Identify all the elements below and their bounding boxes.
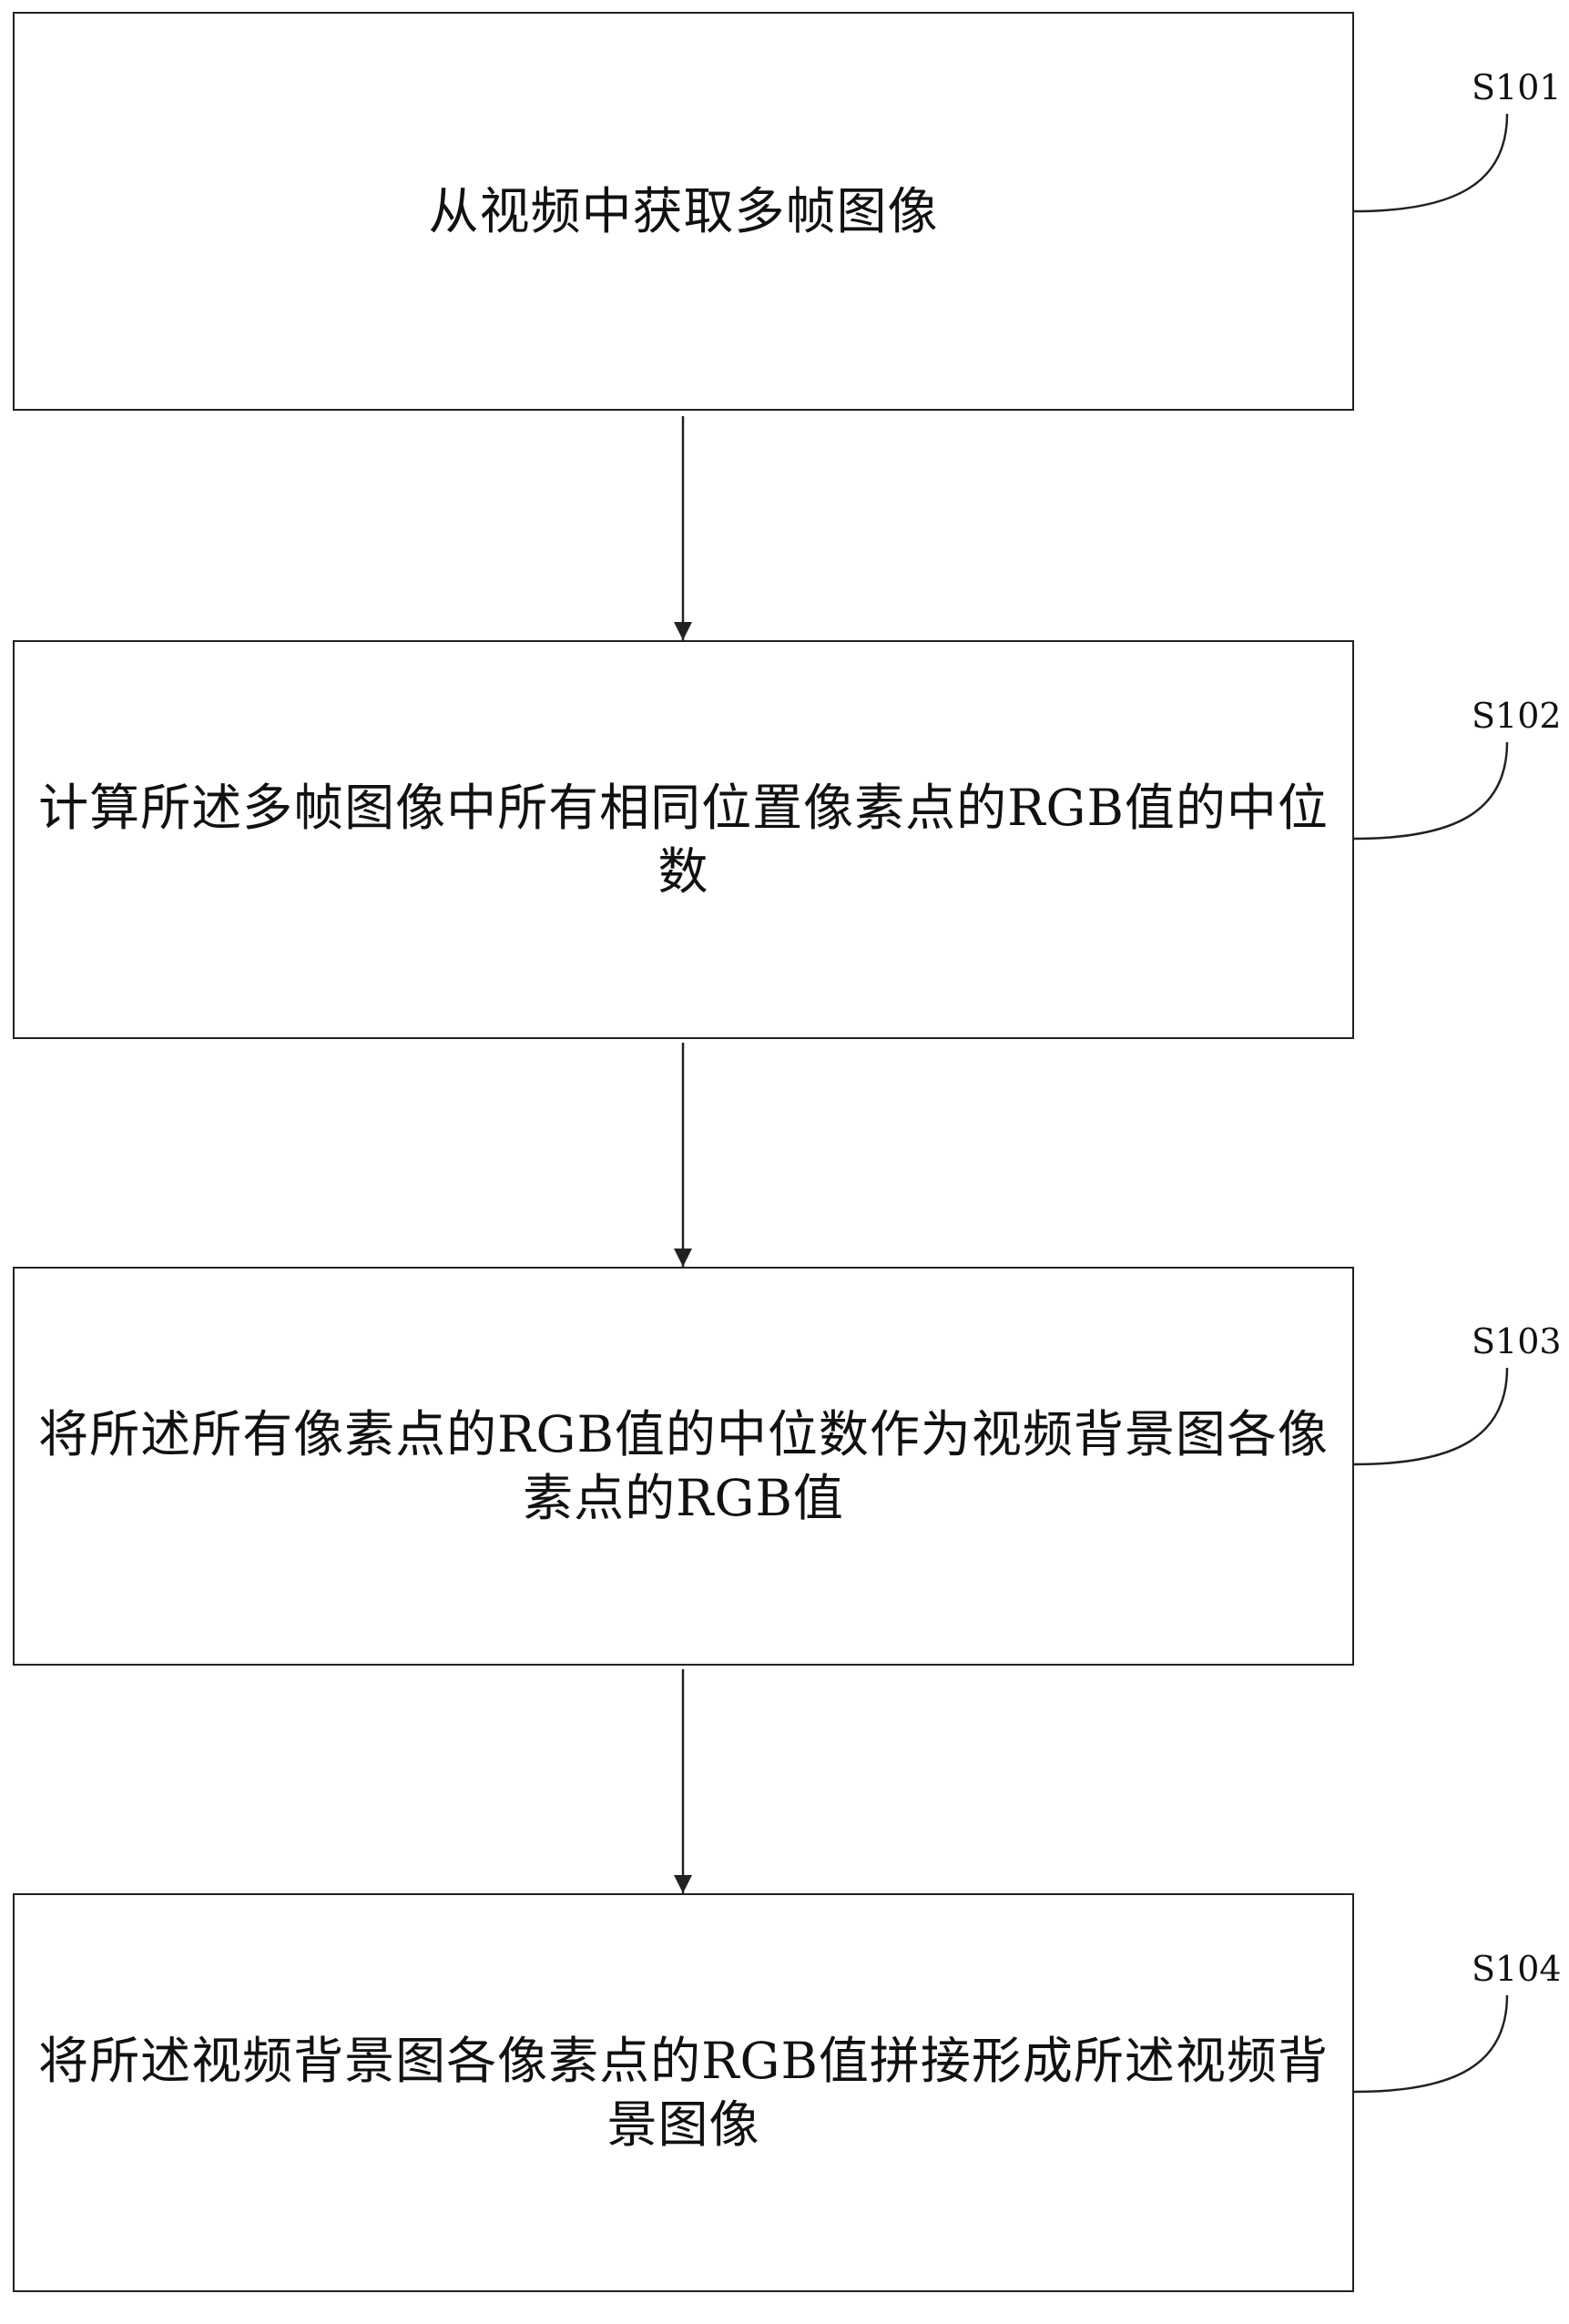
step-box-s103: 将所述所有像素点的RGB值的中位数作为视频背景图各像 素点的RGB值 [13, 1267, 1354, 1666]
step-text-s101: 从视频中获取多帧图像 [428, 182, 939, 240]
step-label-s102: S102 [1472, 696, 1562, 736]
arrowhead-s102-to-s103 [674, 1249, 692, 1267]
step-text-s102: 计算所述多帧图像中所有相同位置像素点的RGB值的中位 数 [38, 779, 1329, 901]
step-label-s104: S104 [1472, 1949, 1562, 1989]
leader-s102 [1353, 741, 1509, 841]
arrowhead-s103-to-s104 [674, 1875, 692, 1893]
leader-s103 [1353, 1367, 1509, 1466]
step-text-s104: 将所述视频背景图各像素点的RGB值拼接形成所述视频背 景图像 [38, 2032, 1329, 2154]
leader-s104 [1353, 1994, 1509, 2094]
arrowhead-s101-to-s102 [674, 622, 692, 640]
step-box-s101: 从视频中获取多帧图像 [13, 12, 1354, 411]
step-label-s101: S101 [1472, 67, 1562, 107]
step-text-s103: 将所述所有像素点的RGB值的中位数作为视频背景图各像 素点的RGB值 [38, 1405, 1329, 1527]
step-box-s102: 计算所述多帧图像中所有相同位置像素点的RGB值的中位 数 [13, 640, 1354, 1039]
leader-s101 [1353, 113, 1509, 213]
step-box-s104: 将所述视频背景图各像素点的RGB值拼接形成所述视频背 景图像 [13, 1893, 1354, 2292]
step-label-s103: S103 [1472, 1321, 1562, 1361]
